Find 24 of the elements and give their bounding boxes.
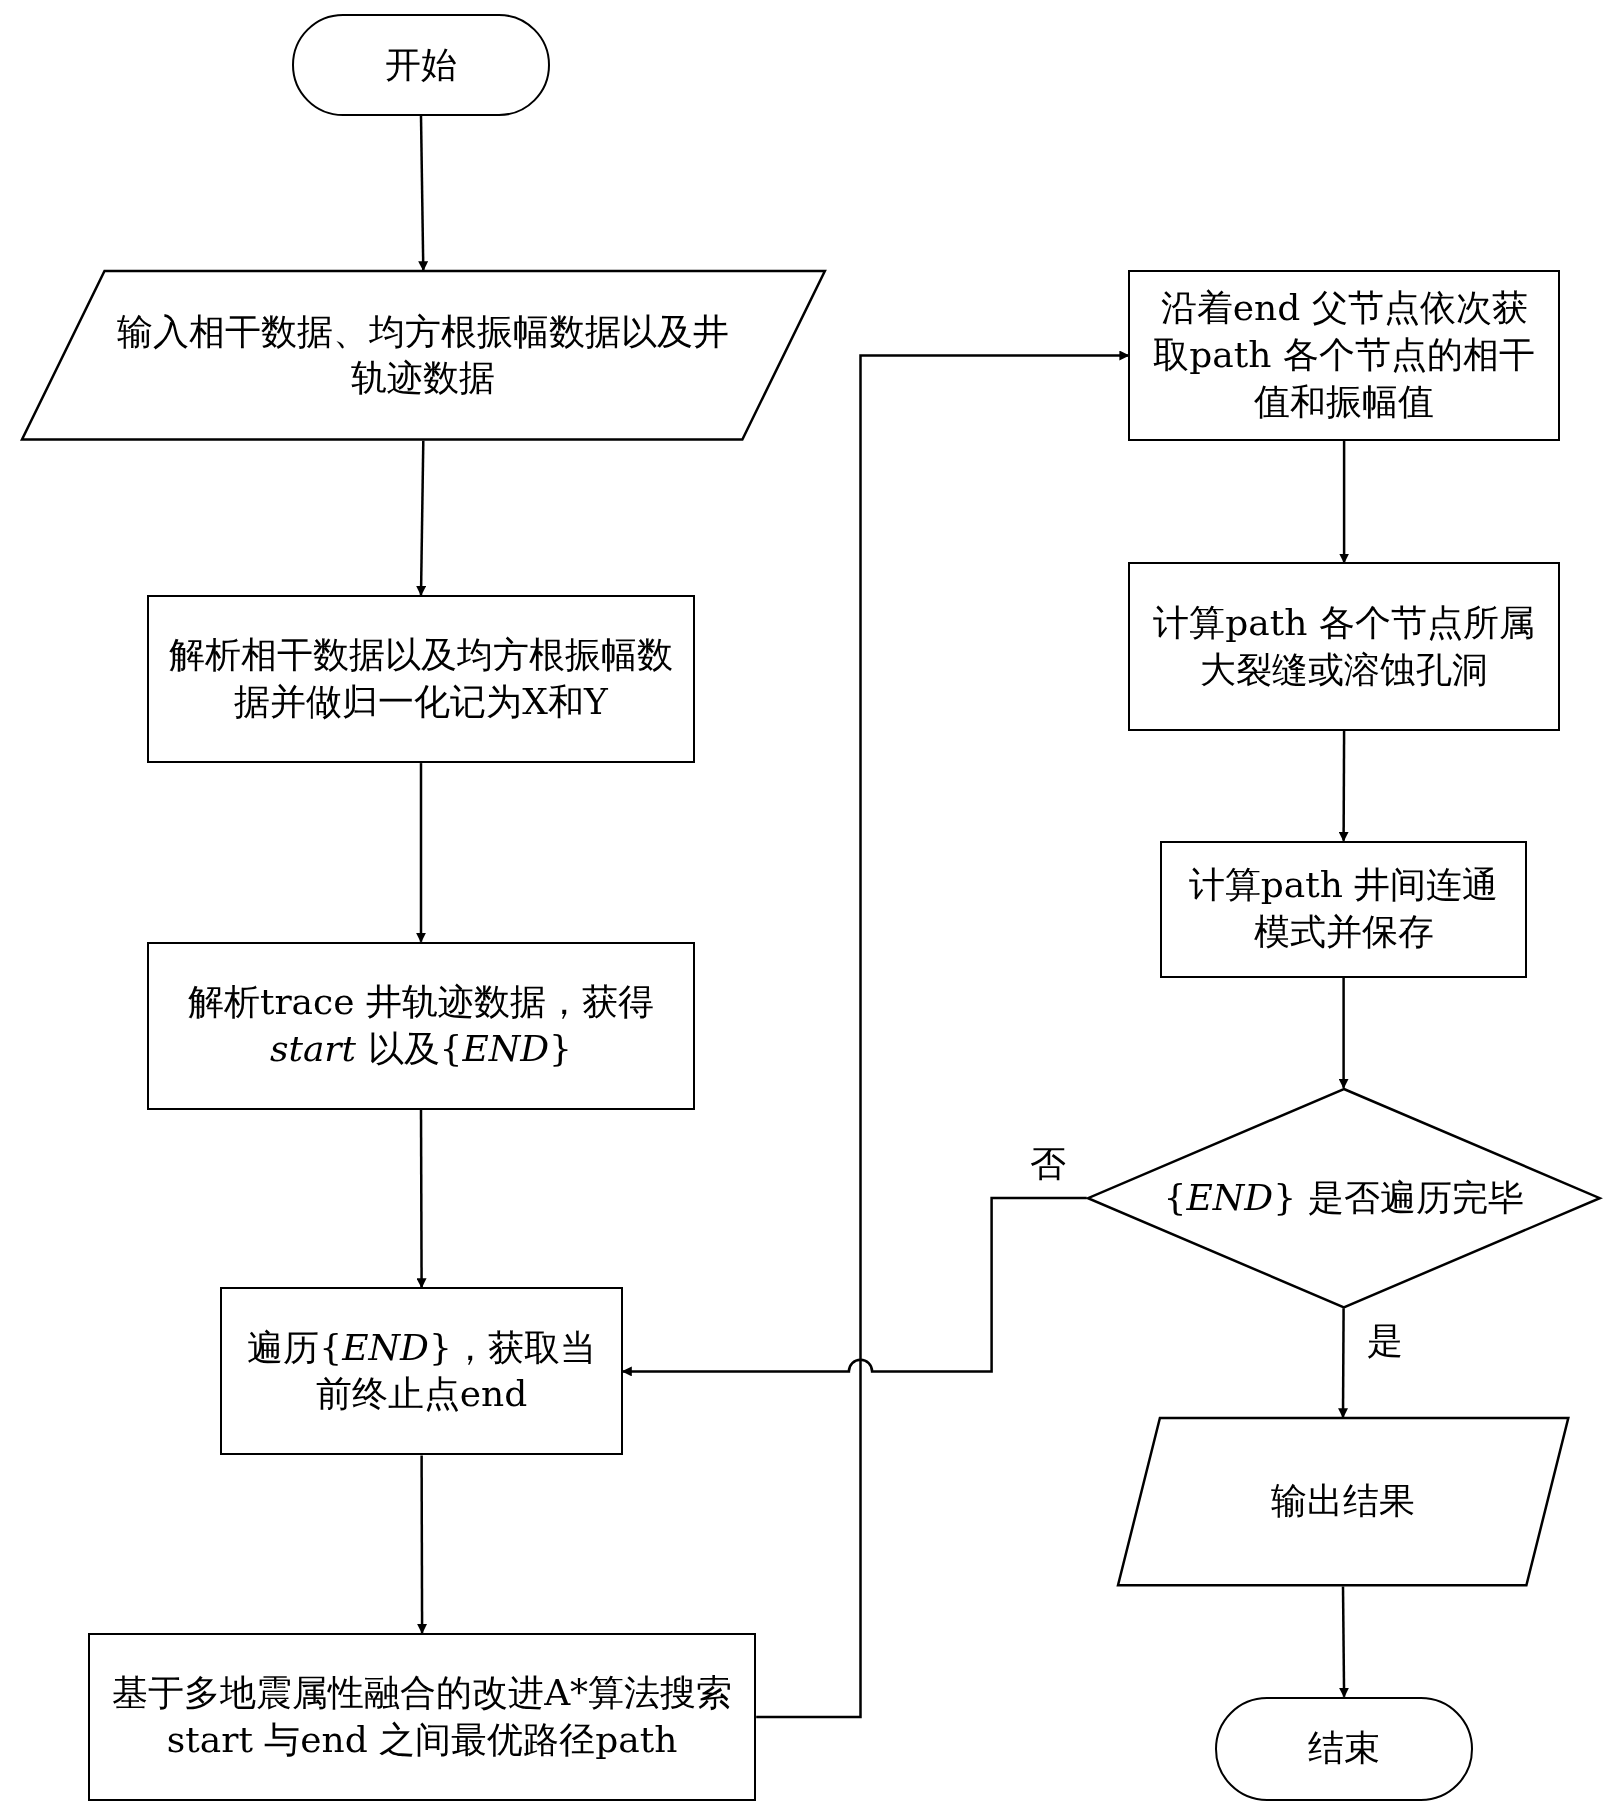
arrow (418, 116, 429, 272)
arrow (416, 763, 426, 943)
arrow (416, 440, 427, 596)
process-box: 遍历{END}，获取当前终止点end (220, 1287, 623, 1456)
process-box: 解析相干数据以及均方根振幅数据并做归一化记为X和Y (147, 594, 695, 764)
arrow (416, 1109, 427, 1289)
process-box: 沿着end 父节点依次获取path 各个节点的相干值和振幅值 (1128, 270, 1560, 441)
arrow (417, 1455, 428, 1634)
process-box: 计算path 井间连通模式并保存 (1159, 840, 1528, 978)
arrow (1339, 440, 1350, 564)
arrow (1338, 1308, 1349, 1419)
process-box: 基于多地震属性融合的改进A*算法搜索start 与end 之间最优路径path (88, 1632, 757, 1802)
io-parallelogram: 输入相干数据、均方根振幅数据以及井轨迹数据 (20, 270, 826, 441)
terminal-shape: 结束 (1215, 1696, 1473, 1802)
arrow (1339, 1586, 1349, 1698)
io-parallelogram: 输出结果 (1116, 1417, 1570, 1587)
arrow (1338, 730, 1349, 842)
arrow (621, 1196, 1087, 1377)
arrow (756, 350, 1130, 1719)
terminal-shape: 开始 (292, 13, 550, 116)
process-box: 计算path 各个节点所属大裂缝或溶蚀孔洞 (1128, 562, 1560, 731)
arrow (1338, 977, 1349, 1089)
process-box: 解析trace 井轨迹数据，获得 start 以及{END} (147, 941, 695, 1110)
decision-diamond: {END} 是否遍历完毕 (1086, 1087, 1601, 1309)
